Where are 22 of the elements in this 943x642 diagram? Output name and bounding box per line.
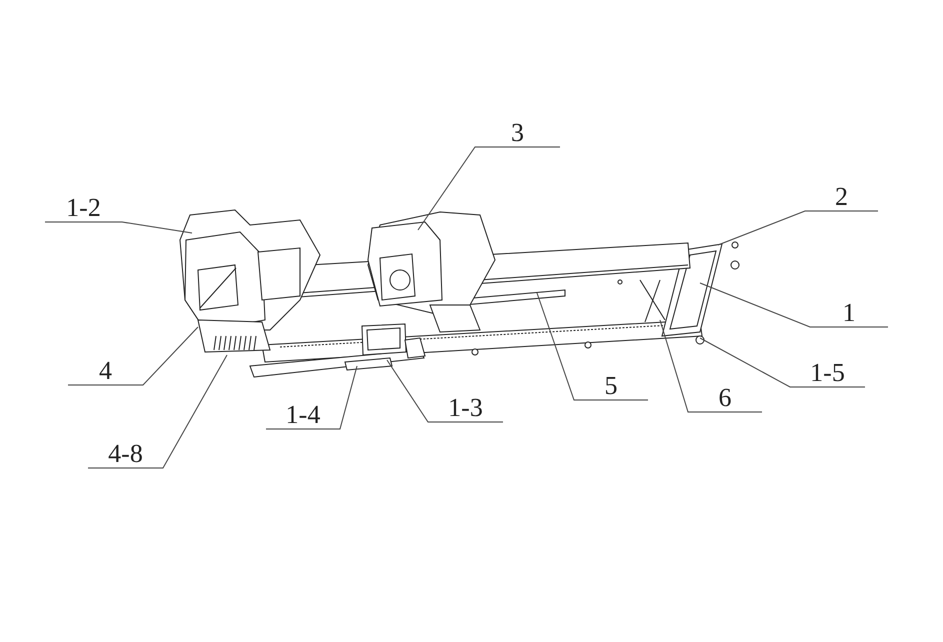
leader-line (718, 210, 878, 246)
leader-line (700, 338, 866, 388)
callout-number: 2 (835, 184, 848, 210)
callout-number: 3 (511, 120, 524, 146)
callout-number: 6 (718, 385, 732, 411)
leader-line (536, 292, 648, 400)
leader-line (44, 222, 192, 234)
callout-number: 5 (604, 373, 618, 399)
callout-number: 1-5 (810, 360, 845, 386)
leader-line (386, 360, 504, 422)
callout-number: 1-4 (286, 402, 320, 428)
leader-line (660, 320, 762, 412)
callout-number: 1 (842, 300, 856, 326)
leader-line (418, 146, 560, 230)
callout-number: 4 (99, 358, 112, 384)
leader-line (266, 366, 358, 430)
callout-number: 1-3 (448, 395, 483, 421)
leader-line (88, 354, 228, 468)
callout-number: 1-2 (66, 195, 101, 221)
leader-line (68, 326, 198, 386)
leader-line (700, 282, 888, 328)
callout-number: 4-8 (108, 441, 143, 467)
